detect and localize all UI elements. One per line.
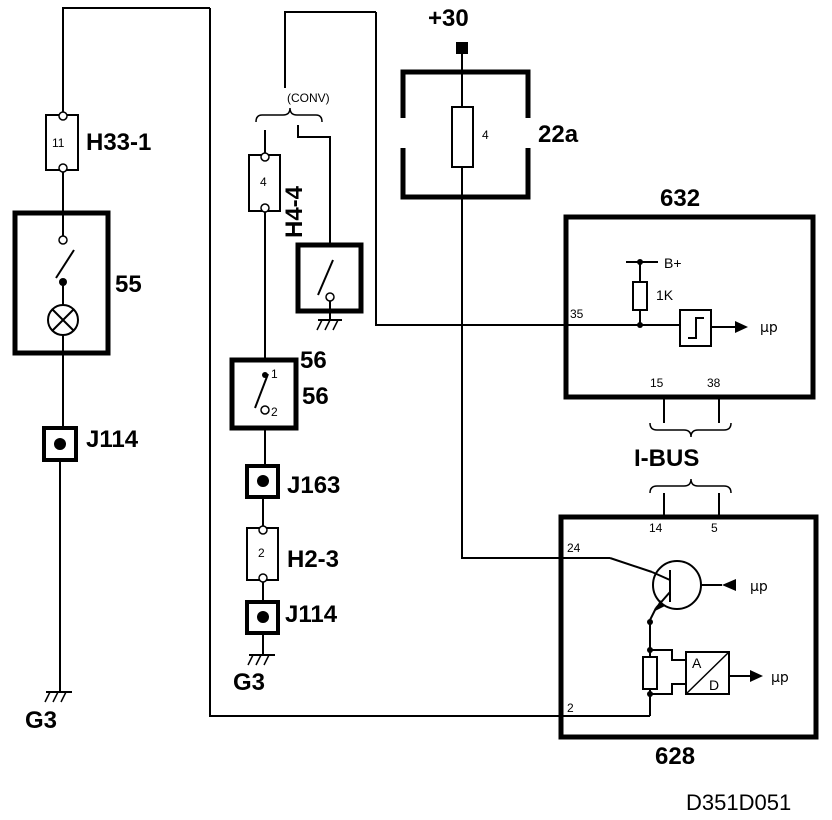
splice-j114-b-label: J114 [285,601,338,628]
module-628-pin5: 5 [711,521,718,535]
ibus-label: I-BUS [634,445,699,472]
module-632-pin35: 35 [570,307,584,321]
connector-h4-label: H4-4 [281,185,308,238]
switch-56-pin1: 1 [271,367,278,381]
module-632: 632 B+ 1K 35 µp 15 38 [563,185,816,400]
connector-h33-label: H33-1 [86,129,151,156]
ground-mid-icon [247,654,275,666]
wire-long-return [209,8,650,717]
module-632-pin38: 38 [707,376,721,390]
resistor-628 [642,656,658,690]
wire-to-632 [375,12,640,326]
fuse-label: 22a [538,121,579,148]
module-632-bplus: B+ [664,255,682,271]
left-branch: 11 H33-1 55 J114 G3 [12,7,650,734]
module-628-pin14: 14 [649,521,663,535]
module-628-pin24: 24 [567,541,581,555]
ground-switch-icon [316,319,342,331]
supply-label: +30 [428,5,469,32]
ground-left-label: G3 [25,707,57,734]
module-632-resistor: 1K [656,287,674,303]
switch-55-box [12,210,111,356]
ibus: I-BUS [634,397,732,517]
switch-56-bottom-label: 56 [302,383,329,410]
switch-56-pin2: 2 [271,405,278,419]
resistor-1k [632,281,648,311]
connector-h33-pin: 11 [52,136,65,150]
switch-55-label: 55 [115,271,142,298]
middle-branch: (CONV) 4 H4-4 56 1 2 56 J163 [229,11,640,696]
drawing-id: D351D051 [686,790,791,815]
connector-h2-label: H2-3 [287,546,339,573]
fuse-box [400,69,531,200]
module-628-mu-top: µp [750,579,768,595]
wire-left-top [62,7,210,115]
module-628-label: 628 [655,743,695,770]
connector-h33-box [45,114,79,171]
conv-label: (CONV) [287,91,330,105]
module-632-label: 632 [660,185,700,212]
module-628: 14 5 24 2 µp A D µp 628 [558,514,819,770]
adc-d: D [709,677,719,693]
wire-fuse-to-628 [461,167,610,559]
fuse-section: +30 4 22a [400,5,610,559]
connector-h4-pin: 4 [260,175,267,189]
ground-left-icon [44,691,72,703]
connector-h2-pin: 2 [258,546,265,560]
switch-56-bottom-box [229,357,299,431]
adc-a: A [692,655,702,671]
switch-56-top-label: 56 [300,347,327,374]
connector-h2-box [246,527,279,581]
fuse-element [451,106,474,168]
module-632-box [563,214,816,400]
splice-j114-a-label: J114 [86,426,139,453]
module-628-mu-bottom: µp [771,670,789,686]
wire-mid-top [284,11,376,88]
module-628-box [558,514,819,740]
splice-j163-label: J163 [287,472,340,499]
fuse-number: 4 [482,128,489,142]
ground-mid-label: G3 [233,669,265,696]
module-632-pin15: 15 [650,376,664,390]
module-632-mu: µp [760,320,778,336]
module-628-pin2: 2 [567,701,574,715]
